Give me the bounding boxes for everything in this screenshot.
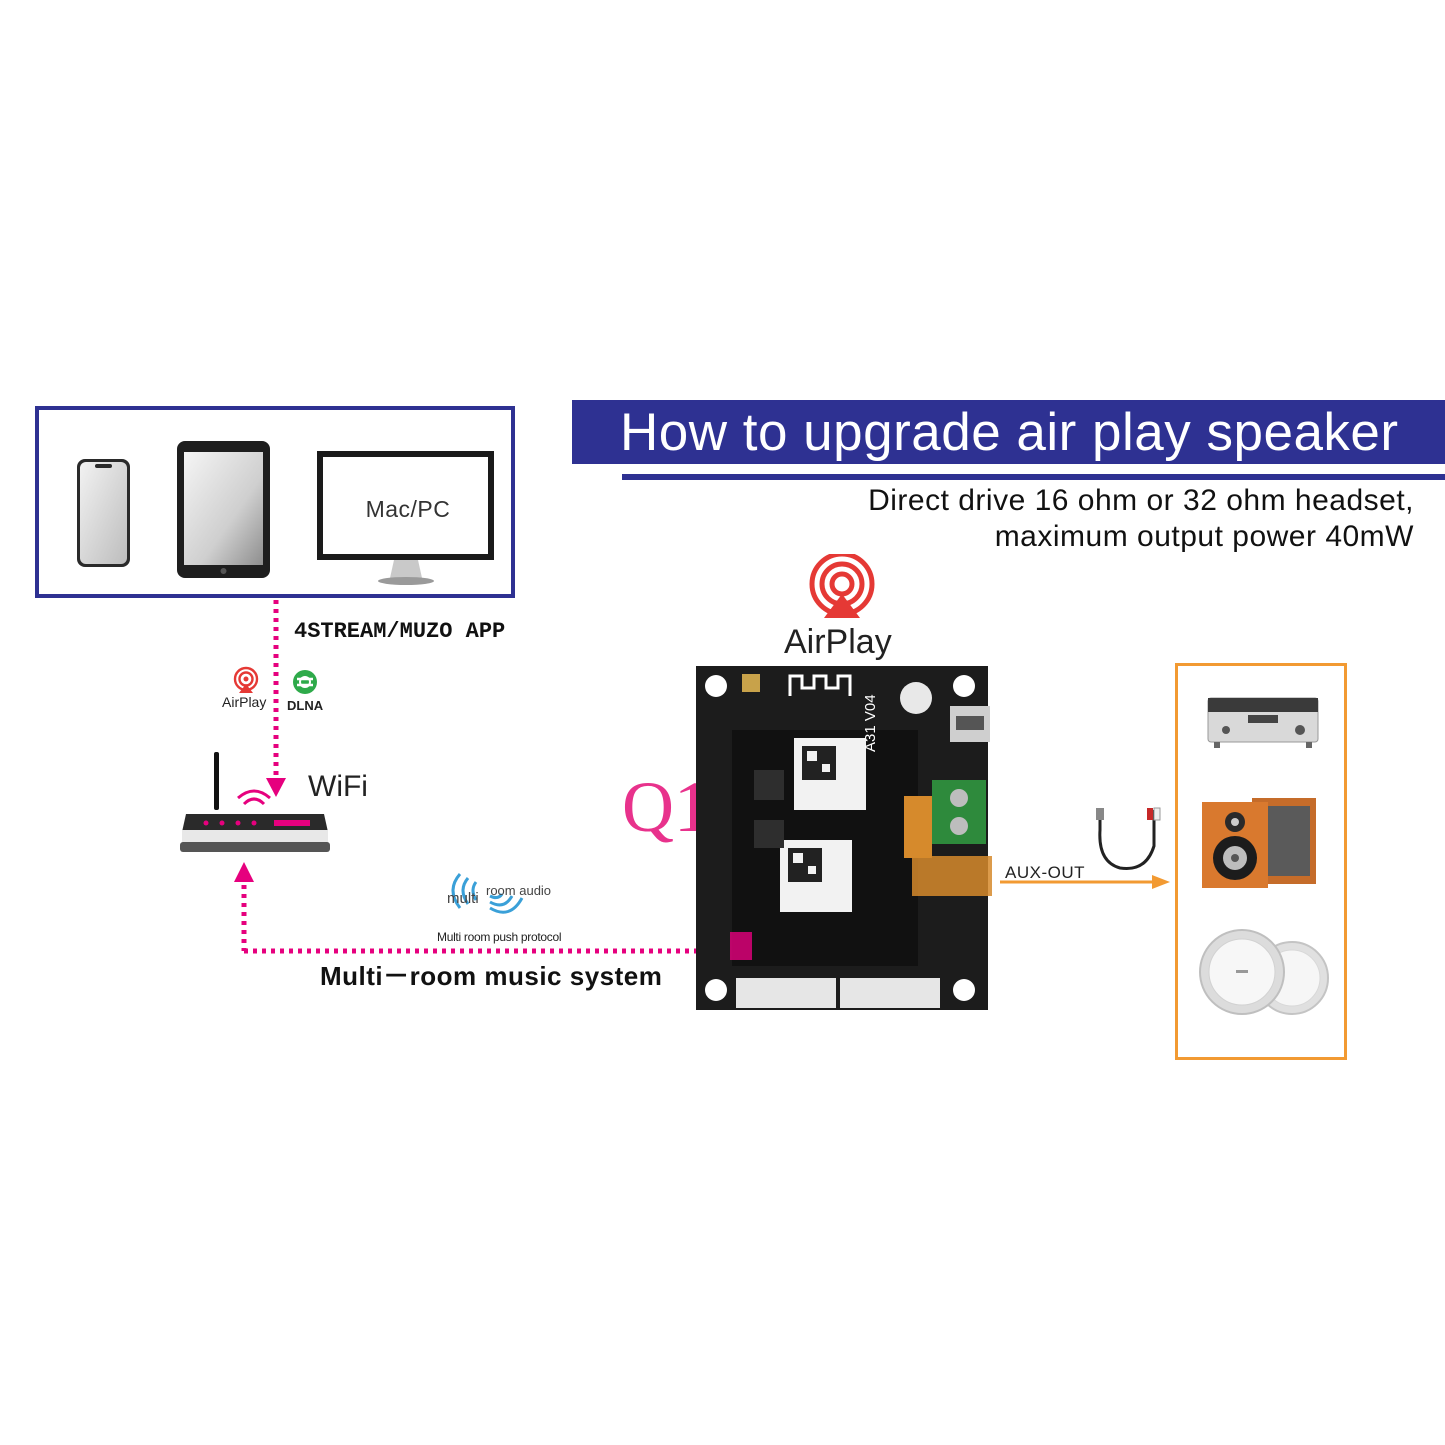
- phone-icon: [77, 459, 130, 567]
- av-receiver-icon: [1207, 697, 1319, 748]
- monitor-label: Mac/PC: [365, 496, 451, 522]
- aux-out-line: [1000, 875, 1170, 889]
- board-silkscreen: A31 V04: [862, 694, 879, 752]
- subtitle-line-2: maximum output power 40mW: [994, 520, 1414, 553]
- speakers-box: [1175, 663, 1347, 1060]
- board-model-label: Q1: [622, 767, 710, 847]
- airplay-small-label: AirPlay: [222, 694, 267, 710]
- router-icon: [180, 752, 330, 852]
- aux-cable-icon: [1096, 807, 1161, 871]
- multiroom-protocol-label: Multi room push protocol: [437, 930, 562, 944]
- devices-box: [35, 406, 515, 598]
- subtitle-line-1: Direct drive 16 ohm or 32 ohm headset,: [868, 484, 1414, 517]
- circuit-board: [696, 666, 992, 1010]
- dlna-label: DLNA: [287, 698, 324, 713]
- wifi-label: WiFi: [308, 770, 368, 803]
- dlna-icon: [293, 670, 317, 694]
- multiroom-audio-icon: [451, 873, 524, 914]
- airplay-small-icon: [233, 666, 259, 693]
- ceiling-speakers-icon: [1199, 929, 1329, 1015]
- app-label: 4STREAM/MUZO APP: [294, 619, 506, 644]
- multiroom-system-label: Multi－room music system: [320, 961, 663, 991]
- airplay-big-icon: [809, 554, 875, 618]
- multiroom-logo-word-multi: multi: [447, 890, 479, 907]
- tablet-icon: [177, 441, 270, 578]
- monitor-icon: [317, 451, 494, 585]
- page-title: How to upgrade air play speaker: [620, 403, 1399, 462]
- aux-out-label: AUX-OUT: [1005, 863, 1085, 882]
- multiroom-logo-word-room: room audio: [486, 883, 552, 898]
- airplay-big-label: AirPlay: [784, 623, 892, 661]
- app-to-wifi-line: [266, 600, 286, 797]
- title-underline: [622, 474, 1445, 480]
- multiroom-line: [234, 862, 730, 954]
- bookshelf-speakers-icon: [1202, 798, 1316, 888]
- title-banner: [572, 400, 1445, 464]
